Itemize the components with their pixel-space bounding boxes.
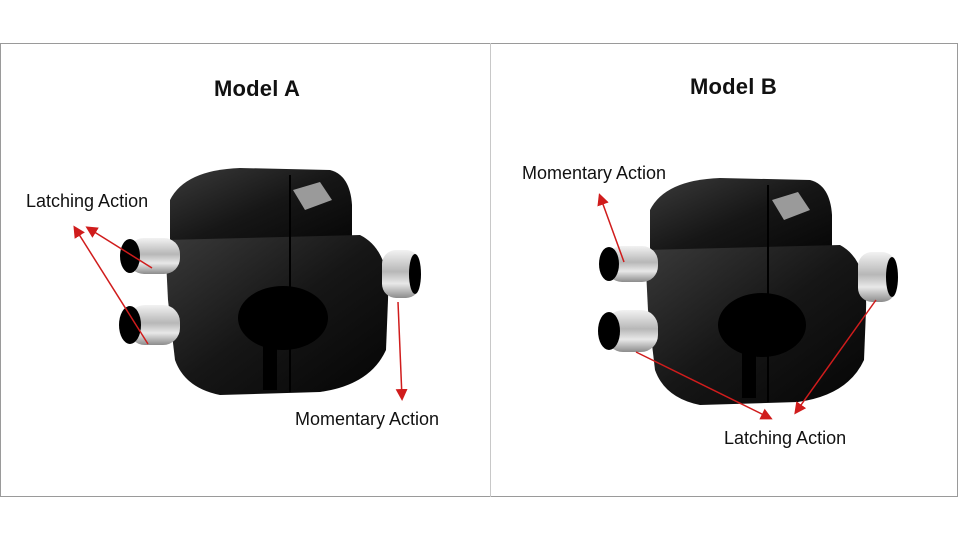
momentary-button-b-top	[599, 246, 658, 282]
latching-button-b-right	[858, 252, 898, 302]
arrow-b-momentary	[597, 193, 625, 263]
figure-frame	[0, 43, 958, 497]
arrow-b-latching-2	[794, 299, 877, 415]
latching-button-a-top	[120, 238, 180, 274]
annotation-arrows	[73, 193, 877, 420]
model-b-title: Model B	[690, 74, 777, 99]
arrow-a-latching-1	[85, 226, 153, 269]
switch-model-b	[598, 178, 898, 405]
latching-button-b-bottom	[598, 310, 658, 352]
model-a-momentary-label: Momentary Action	[295, 409, 440, 429]
panel-divider	[490, 43, 491, 497]
arrow-a-latching-2	[73, 225, 149, 345]
model-a-title: Model A	[214, 76, 301, 101]
latching-button-a-bottom	[119, 305, 180, 345]
model-a-latching-label: Latching Action	[26, 191, 149, 211]
momentary-button-a	[382, 250, 421, 298]
arrow-a-momentary	[395, 301, 408, 401]
arrow-b-latching-1	[635, 351, 773, 420]
switch-model-a	[119, 168, 421, 395]
model-b-momentary-label: Momentary Action	[522, 163, 667, 183]
model-b-latching-label: Latching Action	[724, 428, 847, 448]
